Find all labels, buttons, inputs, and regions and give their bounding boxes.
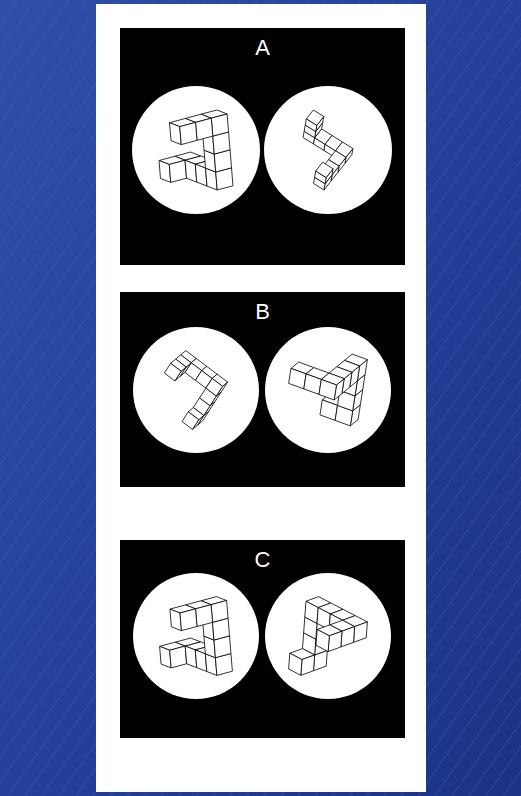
cube-face	[304, 374, 322, 395]
cube-face	[180, 122, 197, 144]
figure-panel: B	[120, 292, 405, 487]
stimulus-circle	[264, 86, 392, 214]
stimulus-circle	[265, 573, 391, 699]
cube-face	[328, 631, 342, 651]
cube-face	[289, 653, 302, 675]
figure-panel: A	[120, 28, 405, 265]
stimulus-circle	[133, 573, 259, 699]
cube-face	[196, 118, 213, 140]
stimulus-circle	[133, 327, 259, 453]
panel-illustration	[120, 28, 405, 265]
cube-face	[211, 114, 228, 136]
panel-letter: B	[120, 292, 405, 324]
cube-face	[211, 601, 228, 623]
cube-face	[170, 123, 182, 145]
cube-face	[182, 412, 199, 430]
cube-figure	[159, 110, 233, 190]
white-page	[96, 4, 426, 792]
cube-face	[319, 379, 337, 400]
cube-face	[196, 605, 213, 627]
cube-face	[306, 110, 323, 125]
cube-face	[289, 368, 307, 389]
cube-figure	[164, 351, 227, 430]
panel-letter: A	[120, 28, 405, 60]
cube-face	[305, 601, 318, 623]
cube-figure	[289, 597, 368, 676]
cube-face	[169, 160, 186, 182]
cube-face	[170, 646, 187, 668]
cube-face	[341, 627, 355, 647]
cube-figure	[160, 597, 233, 676]
cube-face	[180, 609, 197, 631]
cube-face	[164, 363, 181, 381]
cube-face	[320, 400, 338, 421]
cube-figure	[289, 354, 368, 426]
panel-letter: C	[120, 540, 405, 572]
cube-face	[354, 622, 368, 642]
cube-face	[170, 609, 182, 631]
cube-face	[160, 646, 172, 668]
cube-face	[316, 629, 329, 651]
cube-face	[159, 161, 171, 183]
cube-face	[301, 655, 315, 675]
cube-face	[185, 160, 197, 182]
stimulus-circle	[265, 327, 391, 453]
cube-figure	[303, 110, 353, 190]
figure-panel: C	[120, 540, 405, 738]
cube-face	[206, 378, 223, 396]
stimulus-circle	[132, 86, 260, 214]
cube-face	[316, 162, 333, 177]
cube-face	[185, 646, 197, 668]
